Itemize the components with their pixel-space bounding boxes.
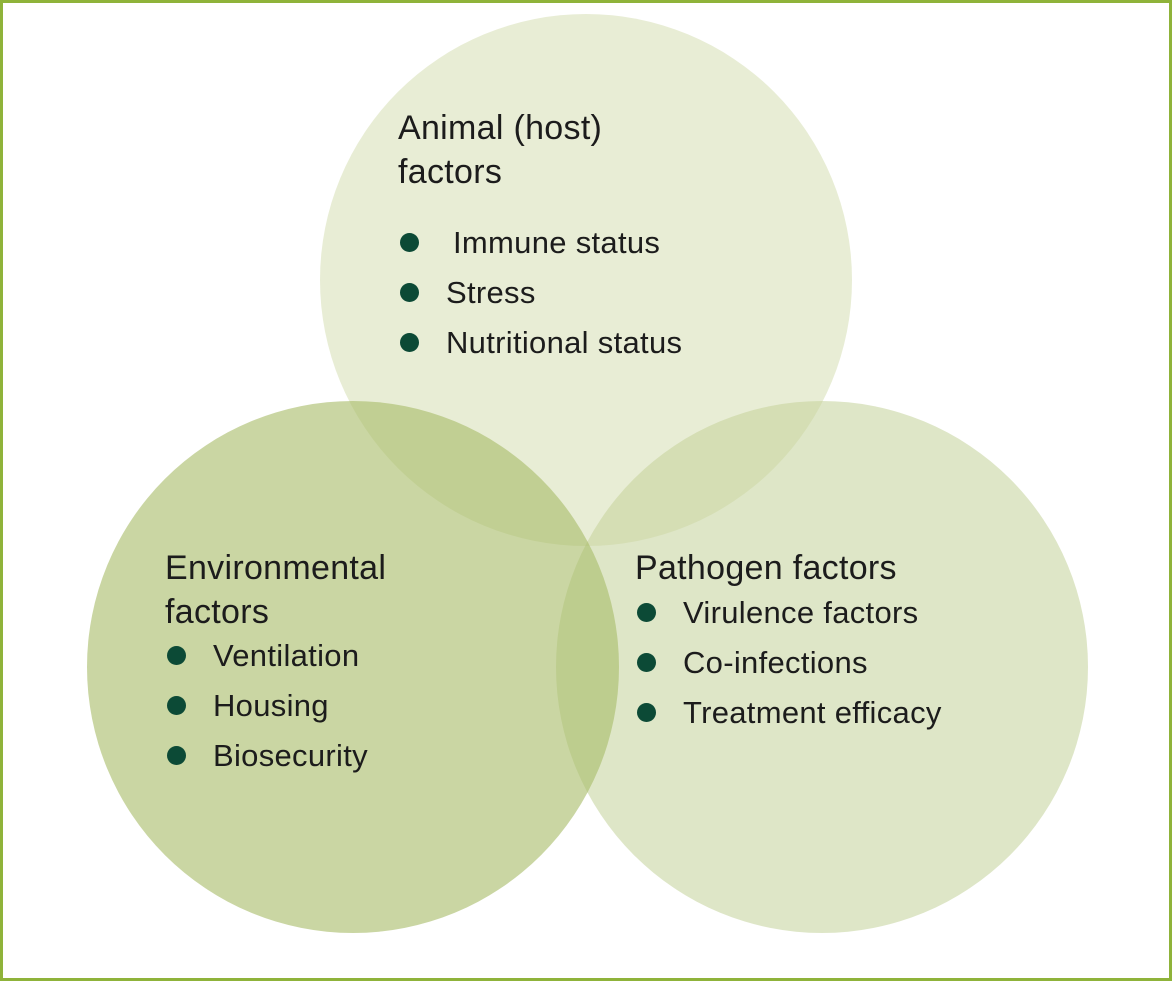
circle-animal	[320, 14, 852, 546]
pathogen-item-1: Virulence factors	[683, 595, 919, 630]
circle-pathogen	[556, 401, 1088, 933]
environmental-item-3: Biosecurity	[213, 738, 368, 773]
list-item: Immune status	[398, 218, 682, 268]
environmental-factors-block: Environmental factors Ventilation Housin…	[165, 546, 386, 781]
bullet-icon	[167, 746, 186, 765]
bullet-icon	[400, 283, 419, 302]
environmental-item-2: Housing	[213, 688, 329, 723]
bullet-icon	[637, 703, 656, 722]
animal-item-1: Immune status	[453, 225, 661, 260]
bullet-icon	[167, 646, 186, 665]
bullet-icon	[400, 233, 419, 252]
bullet-icon	[167, 696, 186, 715]
pathogen-item-2: Co-infections	[683, 645, 868, 680]
list-item: Nutritional status	[398, 318, 682, 368]
list-item: Co-infections	[635, 638, 942, 688]
environmental-item-1: Ventilation	[213, 638, 360, 673]
list-item: Biosecurity	[165, 731, 386, 781]
animal-factors-title: Animal (host) factors	[398, 106, 682, 194]
environmental-factors-list: Ventilation Housing Biosecurity	[165, 631, 386, 781]
pathogen-factors-title: Pathogen factors	[635, 546, 942, 590]
animal-title-line1: Animal (host)	[398, 109, 603, 147]
bullet-icon	[637, 653, 656, 672]
list-item: Housing	[165, 681, 386, 731]
environmental-title-line1: Environmental	[165, 549, 387, 587]
pathogen-title-line1: Pathogen factors	[635, 549, 897, 587]
environmental-factors-title: Environmental factors	[165, 546, 386, 634]
list-item: Stress	[398, 268, 682, 318]
list-item: Virulence factors	[635, 588, 942, 638]
environmental-title-line2: factors	[165, 593, 270, 631]
pathogen-factors-block: Pathogen factors Virulence factors Co-in…	[635, 546, 942, 738]
animal-item-2: Stress	[446, 275, 536, 310]
list-item: Ventilation	[165, 631, 386, 681]
list-item: Treatment efficacy	[635, 688, 942, 738]
pathogen-item-3: Treatment efficacy	[683, 695, 942, 730]
animal-factors-block: Animal (host) factors Immune status Stre…	[398, 106, 682, 368]
animal-factors-list: Immune status Stress Nutritional status	[398, 218, 682, 368]
animal-title-line2: factors	[398, 153, 503, 191]
bullet-icon	[637, 603, 656, 622]
animal-item-3: Nutritional status	[446, 325, 683, 360]
circle-environmental	[87, 401, 619, 933]
pathogen-factors-list: Virulence factors Co-infections Treatmen…	[635, 588, 942, 738]
bullet-icon	[400, 333, 419, 352]
